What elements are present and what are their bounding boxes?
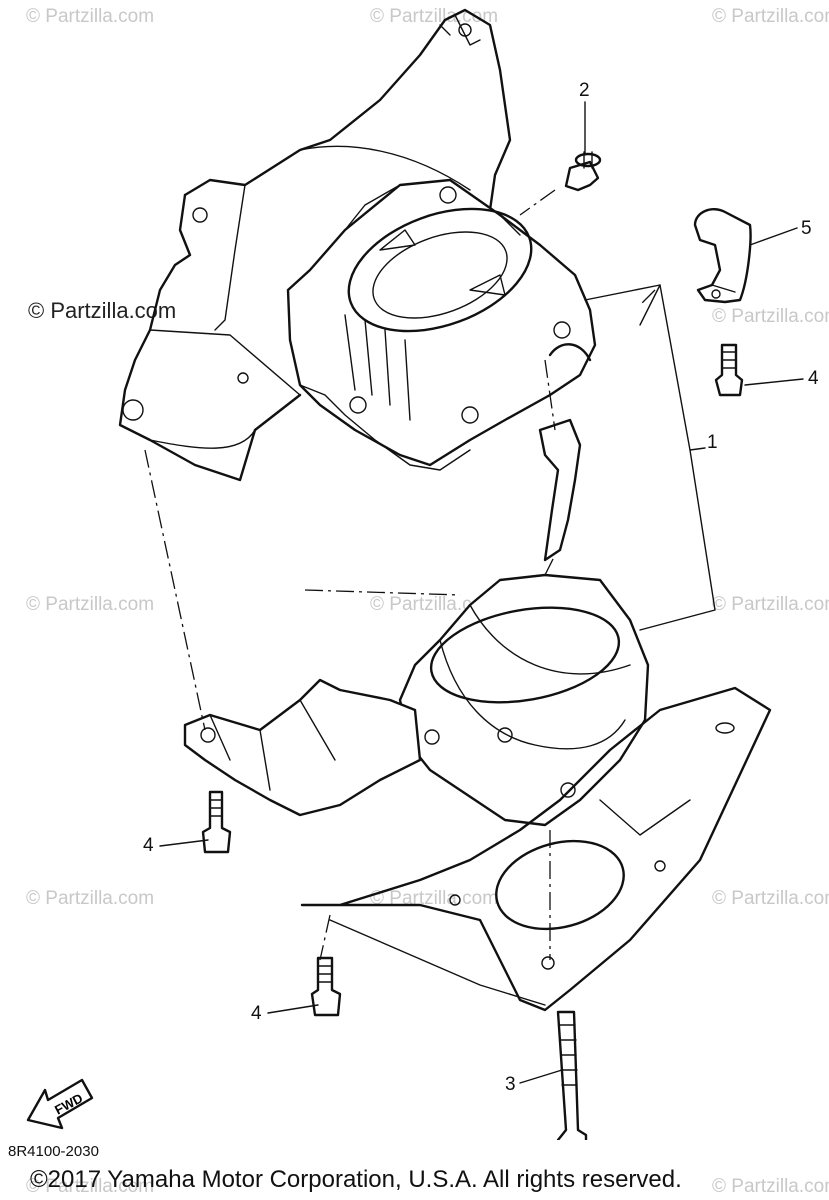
lower-crankcase [183,573,650,827]
bolt [201,790,232,854]
fwd-arrow-icon [26,1078,94,1130]
watermark-dark: © Partzilla.com [28,298,177,323]
callout-2: 2 [579,80,590,101]
watermark: © Partzilla.com [370,888,499,909]
dowel-pin [564,151,602,192]
gasket-strip [538,418,582,562]
callout-4: 4 [143,835,154,856]
watermark: © Partzilla.com [26,6,155,27]
watermark: © Partzilla.com [26,594,155,615]
long-bolt [556,1010,588,1140]
watermark: © Partzilla.com [712,1176,829,1197]
watermark: © Partzilla.com [712,306,829,327]
crankcase-drawing: FWD [26,8,804,1140]
bolt [310,956,342,1017]
upper-crankcase [118,8,597,482]
skid-plate [300,686,772,1012]
callout-5: 5 [801,218,812,239]
watermark: © Partzilla.com [712,888,829,909]
bolt [714,343,744,397]
diagram-code: 8R4100-2030 [8,1143,99,1160]
watermark: © Partzilla.com [712,594,829,615]
watermark: © Partzilla.com [26,1176,155,1197]
copyright-notice: ©2017 Yamaha Motor Corporation, U.S.A. A… [30,1166,682,1193]
callout-4: 4 [808,368,819,389]
callout-4: 4 [251,1003,262,1024]
watermark: © Partzilla.com [712,6,829,27]
bracket-clamp [693,208,752,304]
callout-3: 3 [505,1074,516,1095]
watermark: © Partzilla.com [26,888,155,909]
callout-1: 1 [707,432,718,453]
